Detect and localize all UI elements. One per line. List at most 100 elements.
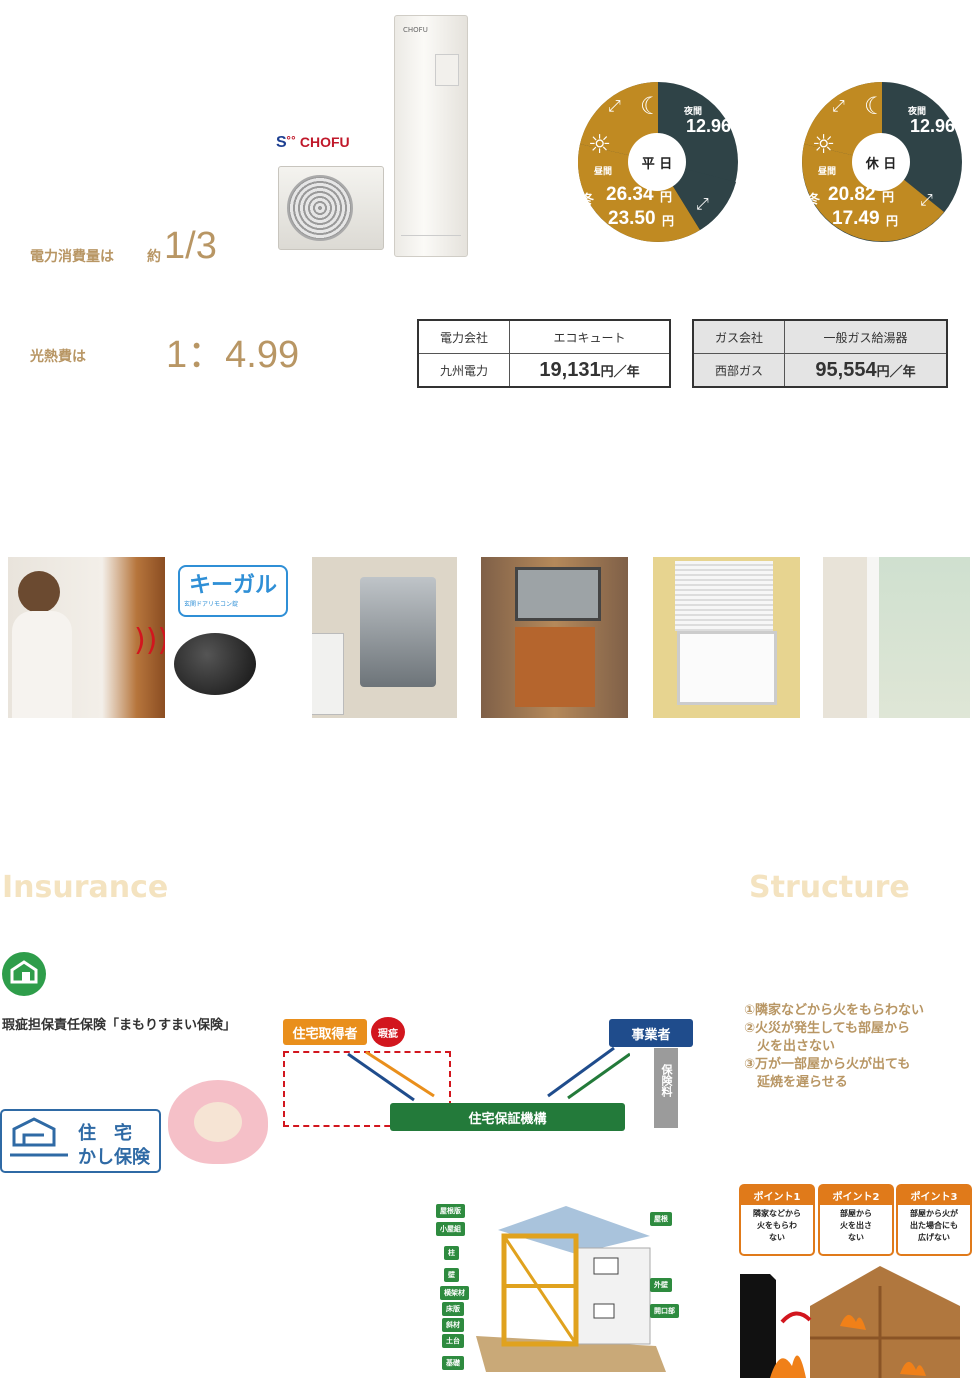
other-unit: 円 [662, 214, 675, 228]
winter-unit: 円 [882, 190, 895, 204]
cost-ratio: 1：4.99 [166, 334, 300, 376]
flow-arrows [347, 1046, 630, 1102]
night-value: 12.96 [910, 116, 956, 136]
fee-arrow: 保険料 [654, 1048, 678, 1128]
point-2-heading: ポイント2 [820, 1186, 892, 1205]
winter-unit: 円 [660, 190, 673, 204]
tag-roof-frame: 小屋組 [436, 1222, 465, 1236]
arrow-icon: ⤢ [608, 96, 621, 115]
point-2-body: 部屋から火を出さない [840, 1209, 872, 1242]
intercom-monitor [312, 633, 344, 715]
electric-h2: エコキュート [509, 319, 671, 354]
gas-h1: ガス会社 [692, 319, 785, 354]
electric-cost-unit: 円／年 [600, 363, 640, 379]
tag-foundation: 基礎 [442, 1356, 464, 1370]
water-heater-tank-image: CHOFU [394, 15, 468, 257]
consumption-prefix: 約 [147, 248, 161, 264]
mailbox-body [515, 627, 595, 707]
mailbox-top [515, 567, 601, 621]
fire-point-3: ポイント3 部屋から火が出た場合にも広げない [896, 1184, 972, 1256]
org-box: 住宅保証機構 [390, 1103, 625, 1131]
keygal-logo-text: キーガル [188, 573, 277, 598]
house-structure-illustration [476, 1206, 666, 1372]
tank-brand-label: CHOFU [403, 26, 428, 34]
tank-control-panel [435, 54, 459, 86]
electric-company: 九州電力 [417, 353, 510, 388]
chofu-logo: S˚˚ CHOFU [276, 134, 350, 151]
fire-structure-diagram [740, 1266, 972, 1378]
person-figure [18, 571, 60, 613]
point-1-body: 隣家などから火をもらわない [753, 1209, 801, 1242]
sun-icon: ☼ [588, 130, 612, 160]
window-image [677, 631, 777, 705]
winter-value: 26.34 [606, 184, 654, 205]
intercom-doorbell [360, 577, 436, 687]
house-outline-icon [10, 1117, 68, 1157]
signal-icon: ))) [134, 623, 165, 658]
buyer-box: 住宅取得者 [283, 1019, 367, 1045]
night-value: 12.96 [686, 116, 732, 136]
winter-value: 20.82 [828, 184, 876, 205]
logo-line1: 住 宅 [78, 1123, 132, 1144]
keygal-logo: キーガル 玄関ドアリモコン錠 [178, 565, 288, 617]
electric-h1: 電力会社 [417, 319, 510, 354]
shutter-image [675, 561, 773, 631]
tag-brace: 斜材 [442, 1318, 464, 1332]
mascot-character [168, 1076, 268, 1176]
gas-h2: 一般ガス給湯器 [784, 319, 948, 354]
business-box: 事業者 [609, 1019, 693, 1047]
weekday-donut-chart [577, 81, 738, 242]
house-structure-diagram: 屋根版 小屋組 柱 壁 横架材 床版 斜材 土台 基礎 屋根 外壁 開口部 [436, 1196, 692, 1372]
night-label: 夜間 [908, 106, 927, 116]
insurance-title: 瑕疵担保責任保険「まもりすまい保険」 [2, 1018, 237, 1033]
fee-label: 保険料 [660, 1064, 673, 1097]
tag-roof-board: 屋根版 [436, 1204, 465, 1218]
arrow-icon: ⤢ [920, 190, 933, 209]
remote-key-fob [174, 633, 256, 695]
tag-pillar: 柱 [444, 1246, 459, 1260]
structure-point-2: ②火災が発生しても部屋から [744, 1021, 910, 1036]
structure-point-3b: 延焼を遅らせる [744, 1075, 848, 1090]
structure-points-list: ①隣家などから火をもらわない ②火災が発生しても部屋から 火を出さない ③万が一… [744, 1002, 924, 1092]
electric-cost-value: 19,131 [539, 358, 601, 381]
fan-icon [287, 175, 353, 241]
cost-label: 光熱費は [30, 348, 86, 364]
consumption-label: 電力消費量は [30, 248, 114, 264]
gas-cost-value: 95,554 [815, 358, 877, 381]
gas-cost-cell: 95,554円／年 [784, 353, 948, 388]
structure-heading: Structure [749, 870, 910, 905]
day-label: 昼間 [818, 166, 837, 176]
winter-prefix: 冬 [808, 192, 821, 206]
structure-point-3: ③万が一部屋から火が出ても [744, 1057, 911, 1072]
keygal-photo: キーガル 玄関ドアリモコン錠 [170, 557, 308, 718]
door-remote-photo: ))) [8, 557, 165, 718]
sun-icon: ☼ [812, 130, 836, 160]
arrow-icon: ⤢ [832, 96, 845, 115]
tag-sill: 土台 [442, 1334, 464, 1348]
arrow-icon: ⤢ [696, 194, 709, 213]
tag-exterior-wall: 外壁 [650, 1278, 672, 1292]
fire-house-illustration [740, 1266, 960, 1378]
tank-base [401, 235, 461, 250]
window-frame-photo [823, 557, 970, 718]
tag-wall: 壁 [444, 1268, 459, 1282]
tag-beam: 横架材 [440, 1286, 469, 1300]
delivery-box-photo [481, 557, 628, 718]
kashi-hoken-logo: 住 宅 かし保険 [0, 1109, 161, 1173]
point-3-heading: ポイント3 [898, 1186, 970, 1205]
gas-cost-unit: 円／年 [876, 363, 916, 379]
fire-point-2: ポイント2 部屋から火を出さない [818, 1184, 894, 1256]
weekday-rate-donut: ☾ ☼ ⤢ ⤢ 平 日 夜間 12.96 昼間 冬 26.34 円 23.50 … [577, 81, 738, 242]
tag-floor: 床版 [442, 1302, 464, 1316]
night-label: 夜間 [684, 106, 703, 116]
outdoor-unit-image [278, 166, 384, 250]
keygal-logo-sub: 玄関ドアリモコン錠 [184, 601, 239, 608]
holiday-rate-donut: ☾ ☼ ⤢ ⤢ 休 日 夜間 12.96 昼間 冬 20.82 円 17.49 … [802, 81, 962, 242]
day-label: 昼間 [594, 166, 613, 176]
person-body [12, 611, 72, 718]
tag-opening: 開口部 [650, 1304, 679, 1318]
structure-point-2b: 火を出さない [744, 1039, 836, 1054]
electric-cost-table: 電力会社 エコキュート 九州電力 19,131円／年 [417, 319, 671, 388]
winter-prefix: 冬 [582, 192, 595, 206]
other-value: 17.49 [832, 208, 880, 229]
